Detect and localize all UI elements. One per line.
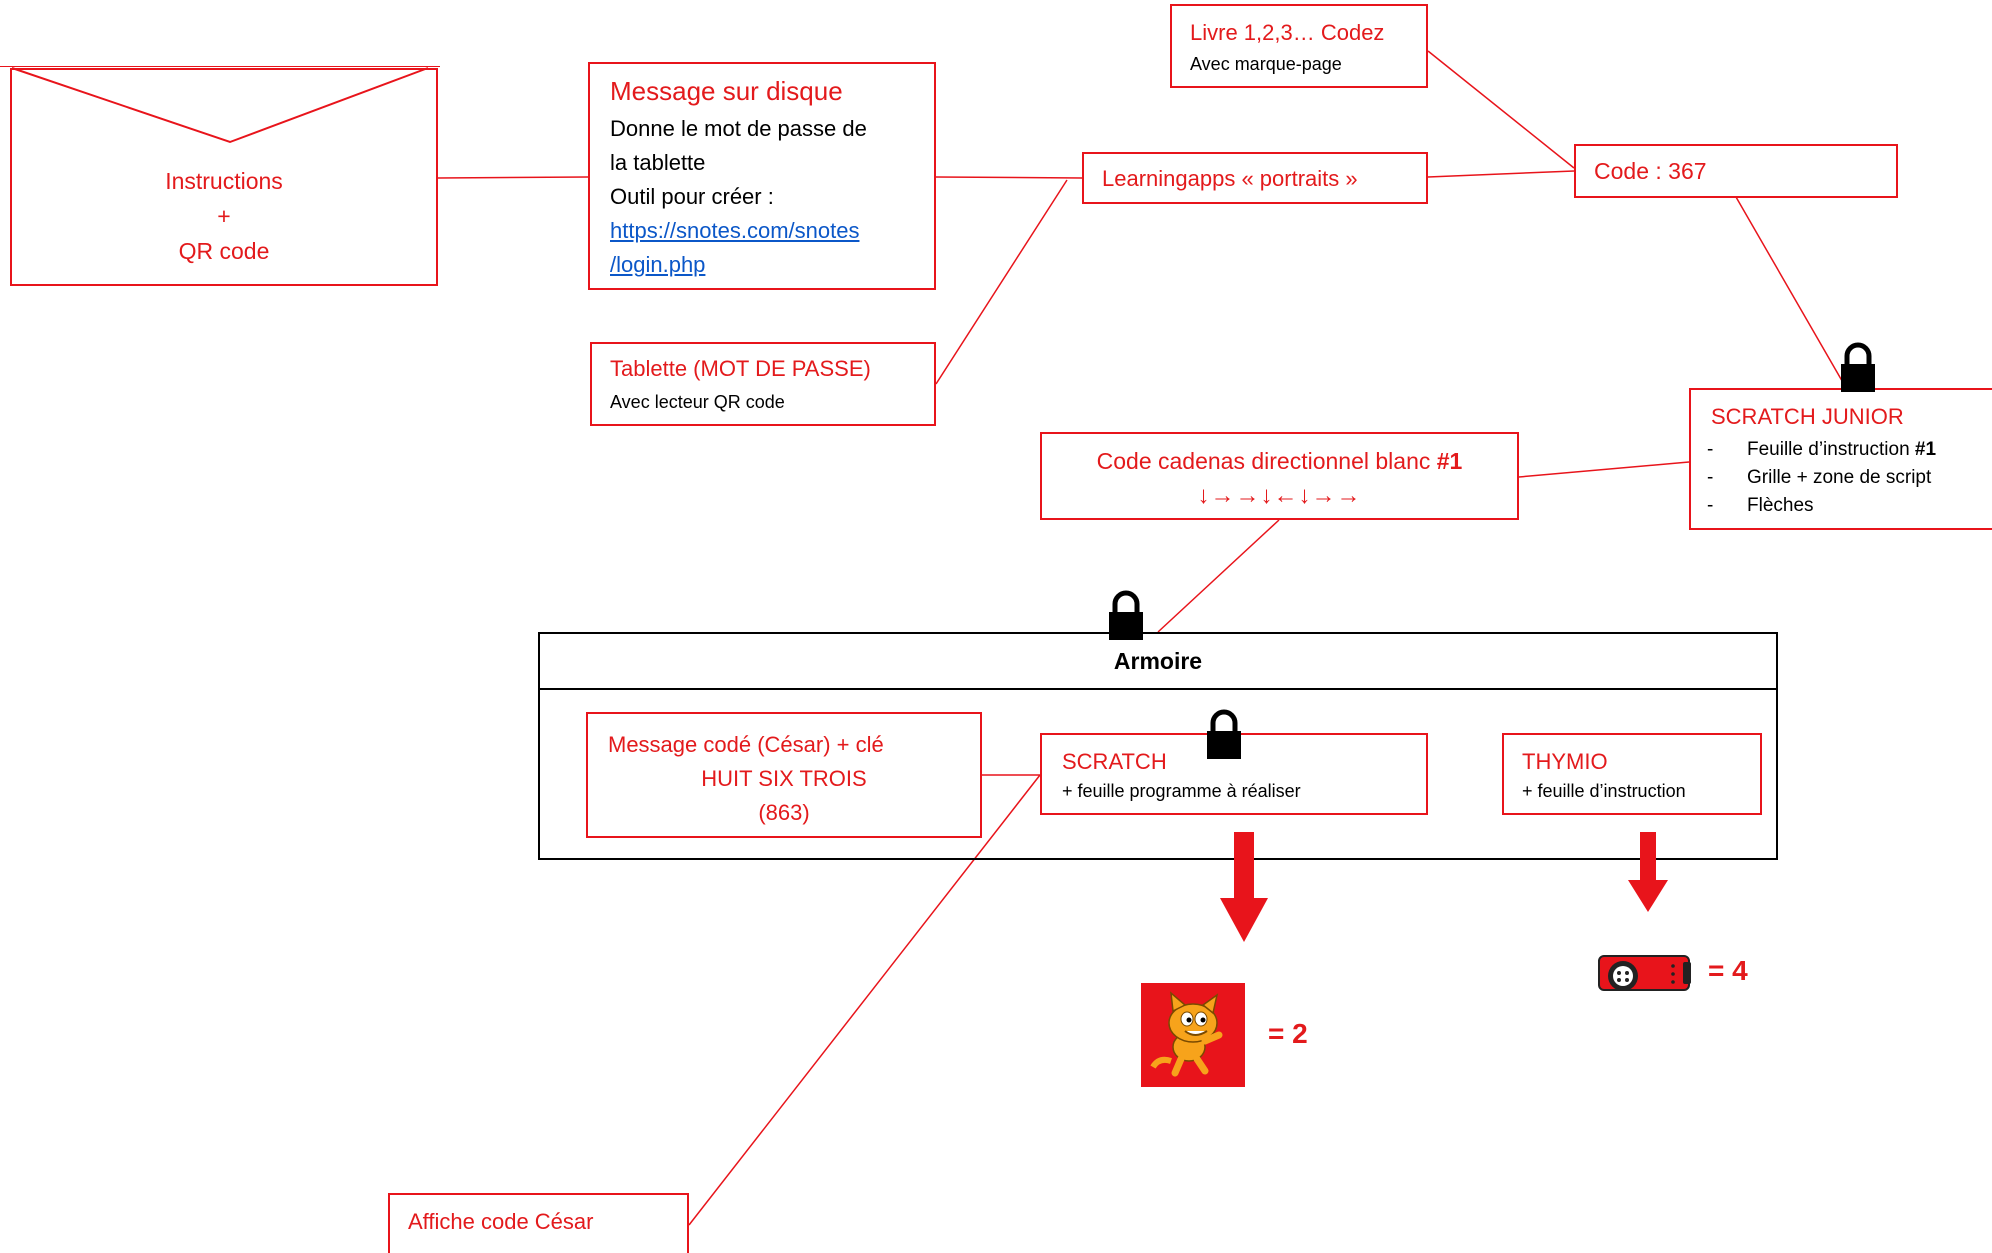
scratch-cat-icon xyxy=(1141,983,1245,1087)
message-disque-line3: Outil pour créer : xyxy=(610,184,774,209)
learningapps-title: Learningapps « portraits » xyxy=(1102,166,1358,191)
code-367-title: Code : 367 xyxy=(1594,158,1707,184)
livre-title: Livre 1,2,3… Codez xyxy=(1190,20,1385,45)
list-item: Flèches xyxy=(1691,492,1936,520)
armoire-box: Armoire xyxy=(538,632,1778,860)
envelope-line2: + xyxy=(217,203,231,229)
scratch-result-value: = 2 xyxy=(1268,1018,1308,1049)
down-arrow-icon xyxy=(1220,832,1268,942)
padlock-icon xyxy=(1109,590,1143,640)
envelope-flap xyxy=(0,66,440,144)
scratch-box: SCRATCH + feuille programme à réaliser xyxy=(1040,733,1428,815)
list-item: Feuille d’instruction #1 xyxy=(1691,436,1936,464)
code-cadenas-arrows: ↓→→↓←↓→→ xyxy=(1197,482,1362,509)
message-disque-title: Message sur disque xyxy=(610,76,843,106)
thymio-robot-icon xyxy=(1598,955,1691,991)
affiche-box: Affiche code César xyxy=(388,1193,689,1253)
tablette-box: Tablette (MOT DE PASSE) Avec lecteur QR … xyxy=(590,342,936,426)
affiche-title: Affiche code César xyxy=(408,1209,594,1234)
thymio-box: THYMIO + feuille d’instruction xyxy=(1502,733,1762,815)
livre-box: Livre 1,2,3… Codez Avec marque-page xyxy=(1170,4,1428,88)
padlock-icon xyxy=(1207,709,1241,759)
armoire-title: Armoire xyxy=(1113,648,1203,674)
code-cadenas-title: Code cadenas directionnel blanc #1 xyxy=(1096,448,1463,474)
cesar-box: Message codé (César) + clé HUIT SIX TROI… xyxy=(586,712,982,838)
message-disque-line1: Donne le mot de passe de xyxy=(610,116,867,141)
padlock-icon xyxy=(1841,342,1875,392)
thymio-result-value: = 4 xyxy=(1708,955,1748,986)
down-arrow-icon xyxy=(1628,832,1668,912)
learningapps-box: Learningapps « portraits » xyxy=(1082,152,1428,204)
livre-subtitle: Avec marque-page xyxy=(1190,54,1342,74)
cesar-line2: HUIT SIX TROIS xyxy=(701,766,867,791)
armoire-divider xyxy=(540,688,1776,690)
list-item: Grille + zone de script xyxy=(1691,464,1936,492)
thymio-title: THYMIO xyxy=(1522,749,1608,774)
scratch-subtitle: + feuille programme à réaliser xyxy=(1062,781,1301,801)
code-367-box: Code : 367 xyxy=(1574,144,1898,198)
tablette-title: Tablette (MOT DE PASSE) xyxy=(610,356,871,381)
scratch-junior-box: SCRATCH JUNIOR Feuille d’instruction #1 … xyxy=(1689,388,1992,530)
scratch-junior-list: Feuille d’instruction #1 Grille + zone d… xyxy=(1691,436,1936,520)
scratch-junior-title: SCRATCH JUNIOR xyxy=(1711,404,1904,429)
snotes-link-line1[interactable]: https://snotes.com/snotes xyxy=(610,218,860,243)
cesar-line3: (863) xyxy=(758,800,810,825)
message-disque-line2: la tablette xyxy=(610,150,706,175)
tablette-subtitle: Avec lecteur QR code xyxy=(610,392,785,412)
envelope-box: Instructions + QR code xyxy=(0,66,440,286)
thymio-subtitle: + feuille d’instruction xyxy=(1522,781,1686,801)
cesar-line1: Message codé (César) + clé xyxy=(608,732,884,757)
message-disque-box: Message sur disque Donne le mot de passe… xyxy=(588,62,936,290)
code-cadenas-box: Code cadenas directionnel blanc #1 ↓→→↓←… xyxy=(1040,432,1519,520)
snotes-link-line2[interactable]: /login.php xyxy=(610,252,706,277)
envelope-line1: Instructions xyxy=(165,168,283,194)
scratch-title: SCRATCH xyxy=(1062,749,1167,774)
envelope-line3: QR code xyxy=(178,238,270,264)
